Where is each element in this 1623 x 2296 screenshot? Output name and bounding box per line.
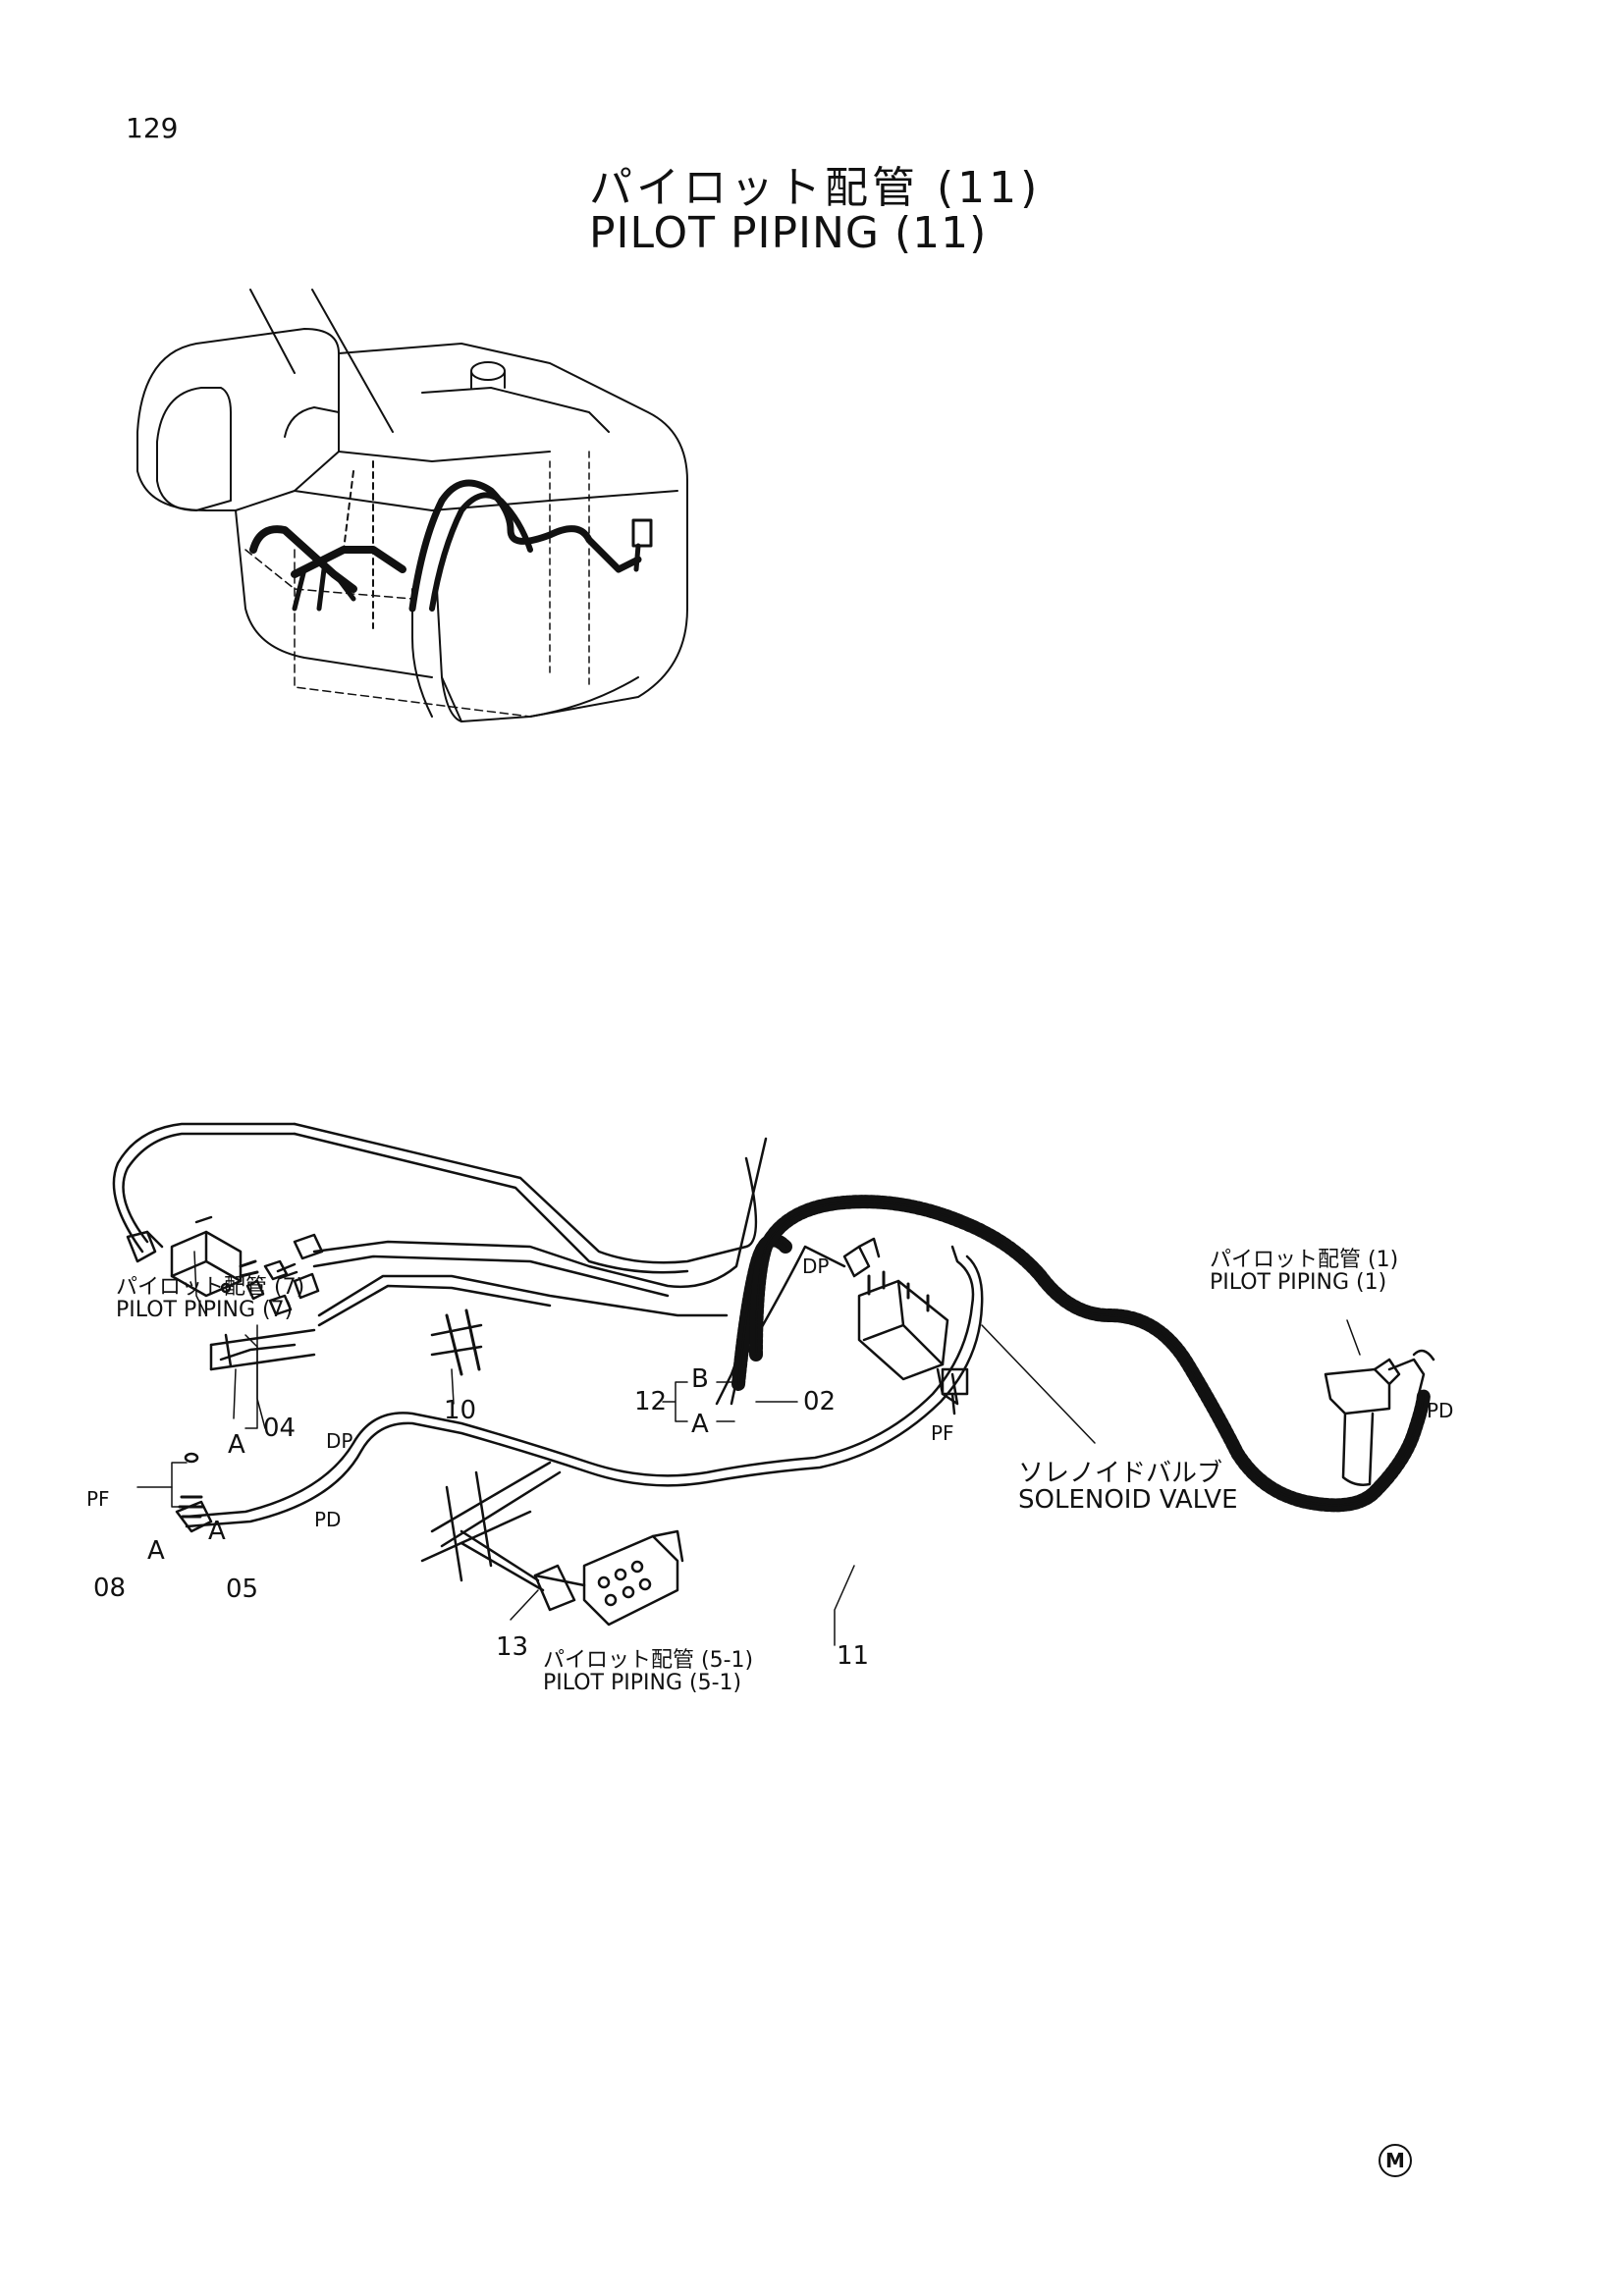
callout-pf-solenoid: PF xyxy=(931,1421,954,1445)
label-pilot-piping-5-1-en: PILOT PIPING (5-1) xyxy=(543,1671,742,1696)
manufacturer-mark: M xyxy=(1379,2144,1412,2177)
callout-pd-left: PD xyxy=(314,1508,342,1531)
title-english: PILOT PIPING (11) xyxy=(589,208,988,258)
page-number: 129 xyxy=(126,112,179,144)
label-pilot-piping-5-1-jp: パイロット配管 (5-1) xyxy=(543,1648,754,1673)
label-pilot-piping-5-1: パイロット配管 (5-1) PILOT PIPING (5-1) xyxy=(543,1649,753,1694)
label-solenoid-valve: ソレノイドバルブ SOLENOID VALVE xyxy=(1018,1459,1238,1516)
callout-10: 10 xyxy=(444,1396,477,1425)
callout-dp-left: DP xyxy=(326,1429,353,1453)
callout-04: 04 xyxy=(263,1414,297,1443)
callout-13: 13 xyxy=(496,1632,529,1662)
callout-dp-top: DP xyxy=(802,1255,830,1278)
callout-05: 05 xyxy=(226,1575,259,1604)
callout-11: 11 xyxy=(837,1641,870,1671)
machine-overview xyxy=(136,289,688,722)
callout-a-12: A xyxy=(691,1410,709,1439)
callout-02: 02 xyxy=(803,1387,837,1416)
label-pilot-piping-7: パイロット配管 (7) PILOT PIPING (7) xyxy=(116,1276,304,1321)
label-pilot-piping-7-jp: パイロット配管 (7) xyxy=(116,1275,305,1300)
label-pilot-piping-1-en: PILOT PIPING (1) xyxy=(1210,1270,1387,1296)
label-solenoid-valve-jp: ソレノイドバルブ xyxy=(1018,1459,1223,1488)
callout-a-08: A xyxy=(147,1536,165,1566)
callout-a-04: A xyxy=(228,1430,245,1460)
piping-diagram xyxy=(112,1122,1435,1646)
callout-b: B xyxy=(691,1364,709,1394)
label-pilot-piping-1: パイロット配管 (1) PILOT PIPING (1) xyxy=(1210,1249,1398,1294)
callout-a-05: A xyxy=(208,1517,226,1546)
callout-pd-right: PD xyxy=(1427,1399,1454,1422)
callout-12: 12 xyxy=(634,1387,668,1416)
title-japanese: パイロット配管 (11) xyxy=(589,163,1042,213)
callout-pf-left: PF xyxy=(86,1487,110,1511)
label-solenoid-valve-en: SOLENOID VALVE xyxy=(1018,1485,1238,1516)
label-pilot-piping-1-jp: パイロット配管 (1) xyxy=(1210,1248,1399,1272)
label-pilot-piping-7-en: PILOT PIPING (7) xyxy=(116,1298,294,1323)
callout-08: 08 xyxy=(93,1574,127,1603)
